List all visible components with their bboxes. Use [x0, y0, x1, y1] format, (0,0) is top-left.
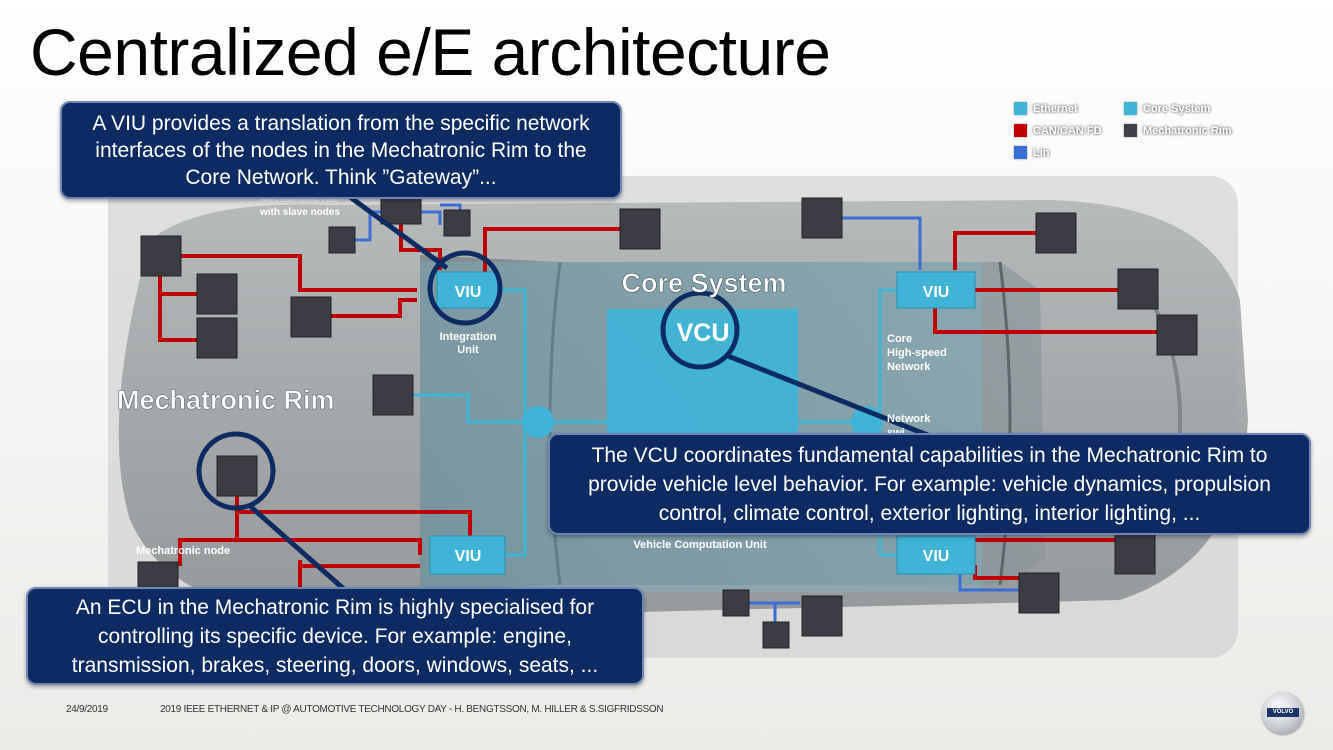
- network-switch-label: Network: [887, 413, 931, 425]
- swatch-ethernet: [1014, 102, 1027, 115]
- legend-lin: Lin: [1014, 146, 1050, 159]
- viu-label-rear-right: VIU: [923, 548, 950, 565]
- network-switch-left: [522, 406, 554, 438]
- swatch-can: [1014, 124, 1027, 137]
- node: [1018, 572, 1060, 614]
- core-network-label-1: Core: [887, 333, 912, 345]
- swatch-lin: [1014, 146, 1027, 159]
- swatch-core-system: [1124, 102, 1137, 115]
- viu-callout: A VIU provides a translation from the sp…: [60, 101, 622, 199]
- slave-nodes-label-2: with slave nodes: [259, 207, 340, 218]
- node: [328, 226, 356, 254]
- integration-unit-label: Integration: [440, 331, 497, 343]
- node: [1156, 314, 1198, 356]
- viu-front-left: [436, 271, 499, 309]
- core-system-label: Core System: [621, 268, 786, 298]
- legend-ethernet: Ethernet: [1014, 102, 1078, 115]
- node: [801, 595, 843, 637]
- viu-rear-left: [429, 535, 506, 575]
- legend-can: CAN/CAN FD: [1014, 124, 1101, 137]
- node: [619, 208, 661, 250]
- mechatronic-rim-label: Mechatronic Rim: [117, 385, 335, 415]
- viu-label-front-right: VIU: [923, 284, 950, 301]
- viu-callout-text: A VIU provides a translation from the sp…: [92, 111, 590, 189]
- slave-nodes-label-1: Mechatronic rim: [260, 194, 337, 205]
- callout-pointers: [196, 194, 931, 592]
- node: [443, 209, 471, 237]
- can-wiring: [158, 212, 1160, 590]
- node: [196, 317, 238, 359]
- viu-rear-right: [896, 535, 976, 575]
- node: [762, 621, 790, 649]
- viu-blocks: [429, 271, 976, 575]
- swatch-mechatronic-rim: [1124, 124, 1137, 137]
- node: [801, 197, 843, 239]
- viu-label-front-left: VIU: [455, 284, 482, 301]
- legend-mechatronic-rim: Mechatronic Rim: [1124, 124, 1232, 137]
- legend-core-system-label: Core System: [1143, 102, 1211, 115]
- diagram-labels: Core System Mechatronic Rim VCU VIU VIU …: [117, 194, 950, 565]
- node: [196, 273, 238, 315]
- legend-lin-label: Lin: [1033, 146, 1050, 159]
- node: [290, 296, 332, 338]
- legend-mechatronic-rim-label: Mechatronic Rim: [1143, 124, 1232, 137]
- node: [1117, 268, 1159, 310]
- legend-can-label: CAN/CAN FD: [1033, 124, 1102, 137]
- volvo-logo-text: VOLVO: [1267, 708, 1299, 717]
- node: [1114, 533, 1156, 575]
- core-network-label-3: Network: [887, 361, 931, 373]
- volvo-logo: VOLVO: [1262, 692, 1304, 734]
- viu-front-right: [896, 271, 976, 309]
- vehicle-computation-unit-label: Vehicle Computation Unit: [633, 539, 767, 551]
- core-network-label-2: High-speed: [887, 347, 947, 359]
- mechatronic-node-label: Mechatronic node: [136, 545, 230, 557]
- mechatronic-nodes: [137, 189, 1198, 649]
- footer-credit: 2019 IEEE ETHERNET & IP @ AUTOMOTIVE TEC…: [160, 704, 664, 715]
- viu-label-rear-left: VIU: [455, 548, 482, 565]
- vcu-highlight-ring: [660, 290, 740, 370]
- legend-core-system: Core System: [1124, 102, 1210, 115]
- node: [372, 374, 414, 416]
- integration-unit-label-2: Unit: [457, 344, 479, 356]
- vcu-callout: The VCU coordinates fundamental capabili…: [548, 433, 1311, 535]
- legend-ethernet-label: Ethernet: [1033, 102, 1078, 115]
- vcu-label: VCU: [677, 319, 730, 347]
- ecu-highlight-ring: [196, 431, 276, 511]
- node: [137, 561, 179, 591]
- node: [722, 589, 750, 617]
- node: [140, 235, 182, 277]
- node: [216, 455, 258, 497]
- vcu-callout-text: The VCU coordinates fundamental capabili…: [588, 443, 1271, 525]
- ecu-callout: An ECU in the Mechatronic Rim is highly …: [26, 587, 644, 685]
- footer-date: 24/9/2019: [66, 704, 108, 715]
- slide-title: Centralized e/E architecture: [30, 15, 831, 89]
- ecu-callout-text: An ECU in the Mechatronic Rim is highly …: [71, 595, 599, 677]
- viu-highlight-ring: [427, 250, 503, 326]
- node: [1035, 212, 1077, 254]
